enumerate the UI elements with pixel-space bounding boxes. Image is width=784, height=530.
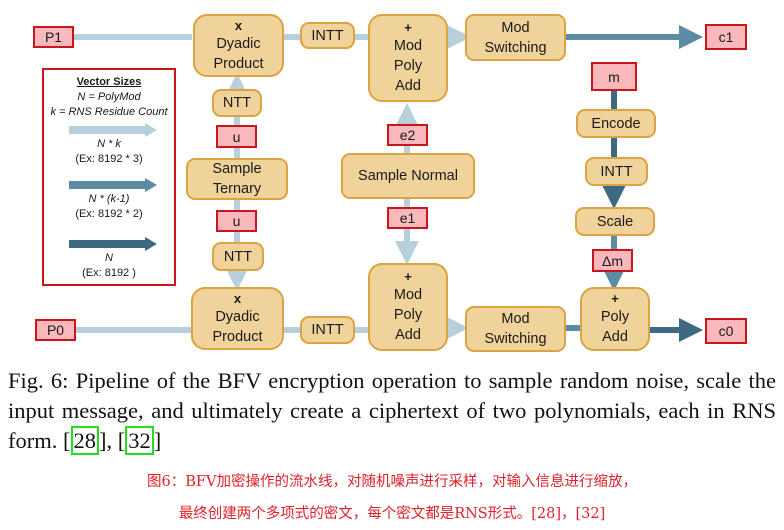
input-p0: P0 — [35, 319, 76, 341]
vector-sizes-legend: Vector Sizes N = PolyMod k = RNS Residue… — [42, 68, 176, 286]
caption-prefix: Fig. 6: — [8, 368, 69, 393]
sample-ternary: Sample Ternary — [186, 158, 288, 200]
node-label-line1: Mod — [393, 287, 423, 303]
output-c1: c1 — [705, 24, 747, 50]
bfv-pipeline-diagram: P1 P0 Vector Sizes N = PolyMod k = RNS R… — [33, 14, 747, 352]
translation-line-2: 最终创建两个多项式的密文，每个密文都是RNS形式。[28]，[32] — [178, 506, 606, 522]
citation-link-32[interactable]: 32 — [125, 426, 154, 455]
multiply-op-label: x — [234, 17, 243, 33]
intt-top: INTT — [300, 22, 355, 49]
input-delta-m: Δm — [592, 249, 633, 272]
legend-formula-nk: N * k — [97, 138, 121, 150]
legend-example-n: (Ex: 8192 ) — [82, 267, 136, 279]
node-label-line1: Mod — [393, 38, 423, 54]
mod-poly-add-bottom: + Mod Poly Add — [368, 263, 448, 351]
node-label-line1: Dyadic — [216, 35, 261, 52]
node-label-line2: Product — [213, 55, 264, 72]
input-u-bottom: u — [216, 210, 257, 232]
sample-normal: Sample Normal — [341, 153, 475, 199]
input-m: m — [591, 62, 637, 91]
figure-caption: Fig. 6: Pipeline of the BFV encryption o… — [8, 368, 776, 455]
dyadic-product-bottom: x Dyadic Product — [191, 287, 284, 350]
mod-switching-bottom: Mod Switching — [465, 306, 566, 352]
legend-arrow-n — [69, 237, 157, 251]
legend-title: Vector Sizes — [76, 76, 142, 88]
legend-example-nk: (Ex: 8192 * 3) — [75, 153, 143, 165]
node-label-line3: Add — [395, 78, 421, 94]
node-label-line2: Switching — [484, 331, 547, 347]
chinese-translation: 图6：BFV加密操作的流水线，对随机噪声进行采样，对输入信息进行缩放， 最终创建… — [0, 466, 784, 530]
node-label-line1: Mod — [501, 19, 530, 36]
input-u-top: u — [216, 125, 257, 148]
legend-def-k: k = RNS Residue Count — [50, 106, 168, 118]
multiply-op-label: x — [233, 290, 242, 306]
node-label-line3: Add — [395, 327, 421, 343]
node-label-line2: Add — [602, 329, 628, 345]
node-label-line1: Mod — [501, 311, 530, 327]
intt-message: INTT — [585, 157, 648, 186]
scale: Scale — [575, 207, 655, 236]
citation-link-28[interactable]: 28 — [70, 426, 99, 455]
legend-formula-n: N — [105, 252, 113, 264]
mod-switching-top: Mod Switching — [465, 14, 566, 61]
mod-poly-add-top: + Mod Poly Add — [368, 14, 448, 102]
ntt-bottom: NTT — [212, 242, 264, 271]
add-op-label: + — [404, 20, 412, 35]
node-label-line2: Poly — [393, 307, 423, 323]
node-label-line2: Product — [212, 328, 263, 345]
node-label-line1: Poly — [600, 309, 630, 325]
node-label-line2: Ternary — [212, 181, 262, 197]
legend-example-nk1: (Ex: 8192 * 2) — [75, 208, 143, 220]
poly-add: + Poly Add — [580, 287, 650, 351]
node-label-line2: Switching — [484, 39, 547, 56]
dyadic-product-top: x Dyadic Product — [193, 14, 284, 77]
node-label-line1: Sample — [212, 161, 262, 177]
encode: Encode — [576, 109, 656, 138]
translation-line-1: 图6：BFV加密操作的流水线，对随机噪声进行采样，对输入信息进行缩放， — [147, 474, 637, 490]
legend-def-n: N = PolyMod — [77, 91, 141, 103]
ntt-top: NTT — [212, 89, 262, 117]
add-op-label: + — [404, 269, 412, 284]
caption-text: Pipeline of the BFV encryption operation… — [8, 368, 776, 453]
intt-bottom: INTT — [300, 316, 355, 344]
legend-arrow-nk — [69, 123, 157, 137]
add-op-label: + — [611, 291, 619, 306]
node-label-line2: Poly — [393, 58, 423, 74]
output-c0: c0 — [705, 318, 747, 344]
input-e2: e2 — [387, 124, 428, 146]
input-e1: e1 — [387, 207, 428, 229]
legend-formula-nk1: N * (k-1) — [88, 193, 130, 205]
legend-arrow-nk1 — [69, 178, 157, 192]
input-p1: P1 — [33, 26, 74, 48]
node-label-line1: Dyadic — [215, 308, 260, 325]
